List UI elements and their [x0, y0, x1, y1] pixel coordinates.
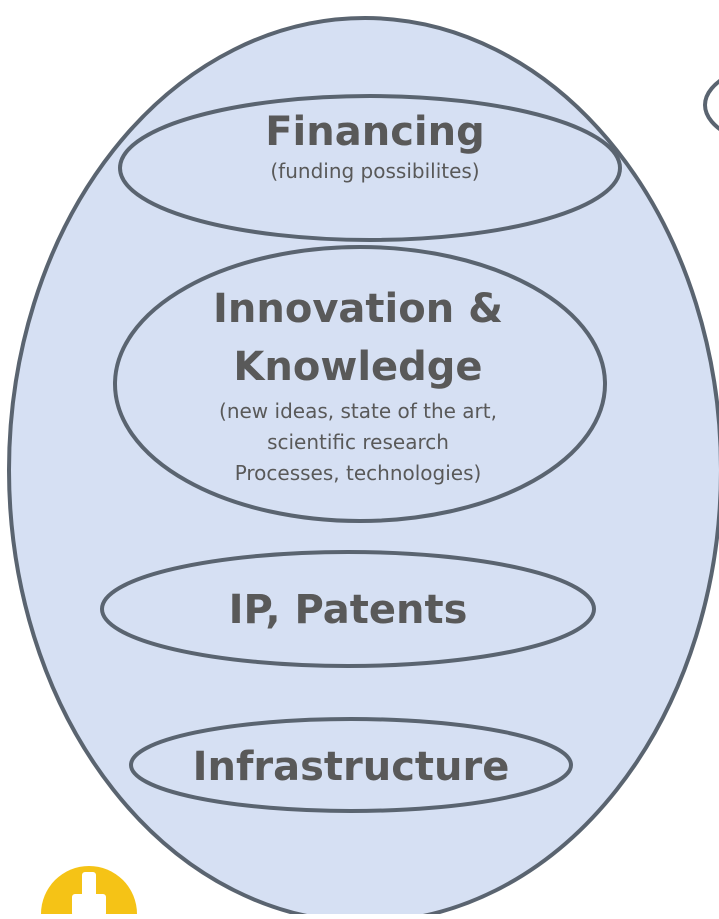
badge-icon — [41, 866, 137, 919]
innovation-subtitle-line-1: (new ideas, state of the art, — [219, 399, 497, 423]
partial-ellipse-right — [703, 78, 719, 132]
node-ip: IP, Patents — [100, 550, 596, 668]
node-financing: Financing (funding possibilites) — [118, 94, 622, 242]
ip-ellipse — [100, 550, 596, 668]
node-infrastructure: Infrastructure — [129, 717, 573, 813]
innovation-subtitle-line-3: Processes, technologies) — [235, 461, 482, 485]
infrastructure-ellipse — [129, 717, 573, 813]
financing-title: Financing — [265, 109, 485, 155]
infrastructure-title: Infrastructure — [193, 744, 510, 790]
financing-ellipse — [118, 94, 622, 242]
innovation-title-line-2: Knowledge — [233, 344, 482, 390]
ip-title: IP, Patents — [229, 587, 468, 633]
financing-subtitle: (funding possibilites) — [270, 159, 479, 183]
innovation-subtitle-line-2: scientific research — [267, 430, 449, 454]
node-innovation: Innovation & Knowledge (new ideas, state… — [113, 245, 607, 523]
innovation-ellipse — [113, 245, 607, 523]
innovation-title-line-1: Innovation & — [213, 286, 503, 332]
